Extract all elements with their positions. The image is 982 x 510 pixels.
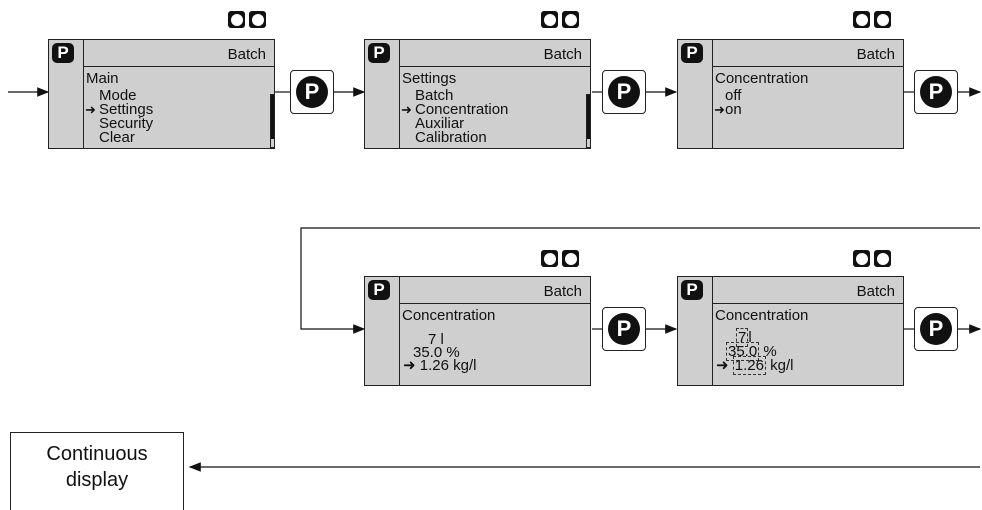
p-key-icon: P	[602, 70, 646, 114]
down-key-icon	[874, 11, 891, 28]
list-item-selected: ➜Concentration	[401, 101, 509, 118]
screen-title: Concentration	[715, 70, 809, 87]
right-arrow-icon: ➜	[716, 357, 729, 374]
list-item: Clear	[99, 129, 135, 146]
menu-list: Batch ➜Concentration Auxiliar Calibratio…	[401, 87, 509, 146]
p-key-icon: P	[914, 307, 958, 351]
right-arrow-icon: ➜	[85, 102, 96, 117]
up-down-arrow-keys-icon	[228, 11, 268, 28]
loop-back-line	[300, 227, 980, 334]
up-key-icon	[853, 250, 870, 267]
up-down-arrow-keys-icon	[853, 11, 893, 28]
screen-header: Batch	[543, 283, 582, 300]
p-key-icon: P	[602, 307, 646, 351]
screen-settings-menu: P Batch Settings Batch ➜Concentration Au…	[364, 39, 591, 149]
list-item: off	[725, 87, 742, 104]
p-key-icon: P	[914, 70, 958, 114]
right-arrow-icon: ➜	[401, 102, 412, 117]
down-key-icon	[874, 250, 891, 267]
down-key-icon	[562, 250, 579, 267]
scrollbar	[270, 94, 275, 148]
screen-concentration-toggle: P Batch Concentration off ➜on	[677, 39, 904, 149]
screen-header: Batch	[856, 283, 895, 300]
p-badge-icon: P	[368, 280, 390, 300]
scrollbar	[586, 94, 591, 148]
list-item: Security	[99, 115, 154, 132]
screen-title: Main	[86, 70, 119, 87]
density-value-editable: ➜ 1.26 kg/l	[716, 356, 794, 375]
screen-title: Concentration	[402, 307, 496, 324]
volume-value: 7 l	[428, 331, 444, 348]
up-down-arrow-keys-icon	[853, 250, 893, 267]
list-item-selected: ➜on	[714, 101, 742, 118]
down-key-icon	[562, 11, 579, 28]
right-arrow-icon: ➜	[403, 357, 416, 374]
p-badge-icon: P	[368, 43, 390, 63]
up-down-arrow-keys-icon	[541, 11, 581, 28]
screen-title: Settings	[402, 70, 457, 87]
screen-header: Batch	[227, 46, 266, 63]
screen-title: Concentration	[715, 307, 809, 324]
screen-main-menu: P Batch Main Mode ➜Settings Security Cle…	[48, 39, 275, 149]
list-item: Auxiliar	[415, 115, 465, 132]
up-key-icon	[541, 11, 558, 28]
menu-list: Mode ➜Settings Security Clear	[85, 87, 154, 146]
p-key-icon: P	[290, 70, 334, 114]
percent-value-editable: 35.0 %	[726, 342, 777, 361]
list-item: Mode	[99, 87, 137, 104]
list-item-selected: ➜Settings	[85, 101, 154, 118]
percent-value: 35.0 %	[413, 344, 460, 361]
up-key-icon	[541, 250, 558, 267]
option-list: off ➜on	[714, 87, 742, 118]
list-item: Calibration	[415, 129, 487, 146]
screen-header: Batch	[856, 46, 895, 63]
density-value: ➜ 1.26 kg/l	[403, 357, 477, 374]
down-key-icon	[249, 11, 266, 28]
up-key-icon	[853, 11, 870, 28]
list-item: Batch	[415, 87, 454, 104]
p-badge-icon: P	[681, 280, 703, 300]
screen-concentration-values: P Batch Concentration 7 l 35.0 % ➜ 1.26 …	[364, 276, 591, 386]
p-badge-icon: P	[52, 43, 74, 63]
up-key-icon	[228, 11, 245, 28]
right-arrow-icon: ➜	[714, 102, 725, 117]
up-down-arrow-keys-icon	[541, 250, 581, 267]
screen-header: Batch	[543, 46, 582, 63]
p-badge-icon: P	[681, 43, 703, 63]
